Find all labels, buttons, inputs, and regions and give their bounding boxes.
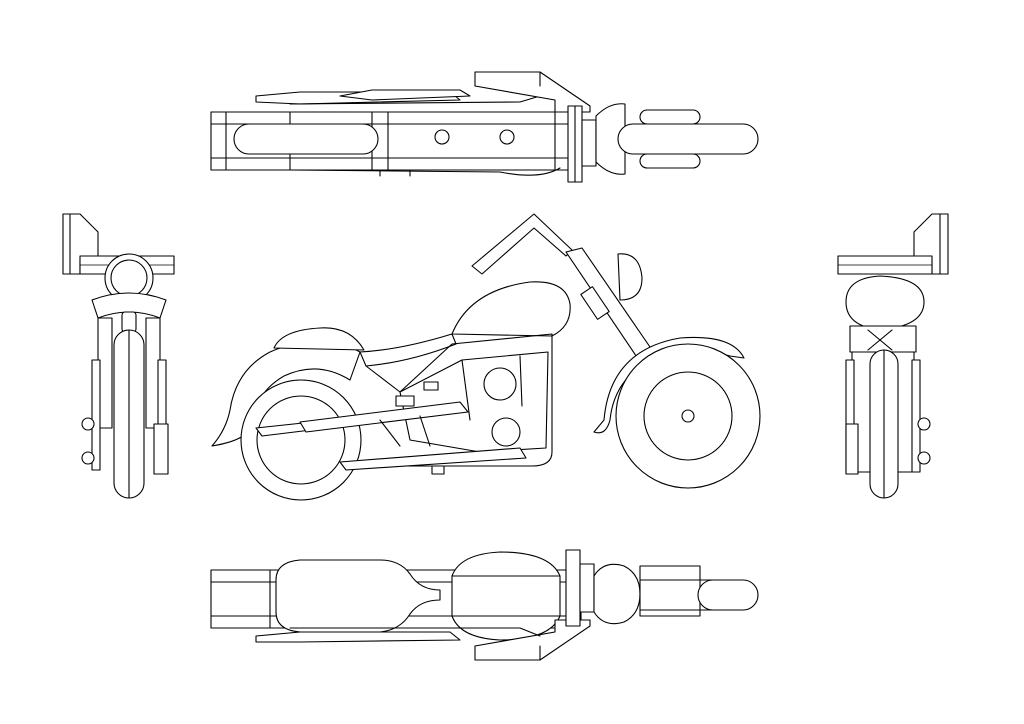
bottom-front-fork <box>639 565 701 617</box>
rear-tail-body <box>845 275 925 331</box>
top-rear-fender <box>233 123 379 155</box>
top-bolt-1 <box>434 129 450 145</box>
top-front-wheel <box>617 123 759 155</box>
front-side-rail <box>91 359 101 471</box>
side-exhaust-lower <box>339 447 527 471</box>
front-view <box>62 213 175 499</box>
bottom-view <box>210 549 759 661</box>
side-rear-wheel <box>240 379 362 501</box>
side-engine-cover-lower <box>491 417 521 447</box>
side-engine <box>399 351 549 453</box>
rear-view <box>837 213 949 499</box>
side-view <box>211 213 761 501</box>
side-fuel-tank <box>451 281 571 337</box>
bottom-fuel-tank <box>451 551 561 641</box>
bottom-triple-clamp <box>565 549 581 627</box>
bottom-front-wheel <box>697 579 759 611</box>
top-headlight <box>595 103 626 175</box>
top-bolt-2 <box>499 129 515 145</box>
side-headlight <box>617 253 643 301</box>
bottom-headlight <box>593 563 641 625</box>
side-seat <box>359 333 457 367</box>
rear-foot-peg <box>917 417 931 431</box>
top-view <box>210 71 759 183</box>
side-frame <box>359 333 553 467</box>
rear-fender-top <box>849 325 917 353</box>
front-foot-peg <box>81 417 95 431</box>
bottom-exhaust <box>255 631 461 643</box>
side-engine-cover-upper <box>483 367 517 401</box>
side-handlebar <box>471 213 573 275</box>
